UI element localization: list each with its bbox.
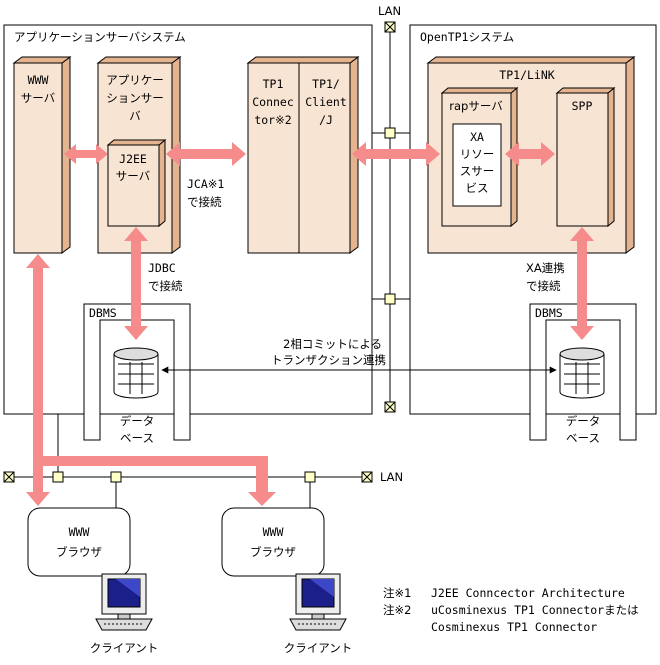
jca-label-1: JCA※1	[187, 177, 224, 191]
database-left-label-1: データ	[120, 414, 155, 428]
note-1-text: J2EE Conncector Architecture	[431, 586, 625, 600]
arrow-www-browser1	[26, 254, 50, 506]
note-1-key: 注※1	[383, 586, 411, 600]
spp: SPP	[555, 86, 616, 228]
two-phase-commit-link: 2相コミットによる トランザクション連携	[161, 337, 557, 374]
xa-resource-service: XA リソー スサー ビス	[452, 123, 502, 207]
database-right-icon	[559, 347, 605, 399]
xa-link-label-2: で接続	[526, 279, 561, 293]
note-2-key: 注※2	[383, 603, 411, 617]
tp1-link-label: TP1/LiNK	[499, 68, 554, 82]
jca-label-2: で接続	[187, 195, 222, 209]
lan-bottom-label: LAN	[380, 470, 403, 484]
rap-server-label: rapサーバ	[449, 99, 503, 113]
tp1-connector-client: TP1 Connec tor※2 TP1/ Client /J	[246, 56, 360, 254]
browser-2: WWW ブラウザ クライアント	[221, 507, 353, 655]
arrow-rap-spp	[505, 142, 555, 166]
xa-resource-label-1: XA	[470, 130, 484, 144]
note-2-text: uCosminexus TP1 Connectorまたは	[431, 603, 639, 617]
www-server-label-1: WWW	[28, 73, 49, 87]
rap-server: rapサーバ XA リソー スサー ビス	[440, 86, 519, 228]
app-server-label-1: アプリケー	[106, 73, 164, 87]
tp1-client-label-1: TP1/	[312, 77, 340, 91]
client-1-label: クライアント	[90, 641, 159, 655]
database-right-label-1: データ	[566, 414, 601, 428]
app-server-label-3: バ	[129, 109, 141, 123]
browser-2-label-2: ブラウザ	[250, 545, 296, 559]
www-server-label-2: サーバ	[21, 91, 56, 105]
xa-resource-label-4: ビス	[466, 181, 489, 195]
lan-top-line: LAN	[372, 4, 410, 413]
app-server-system: アプリケーションサーバシステム WWW サーバ アプリケー ションサー バ J2…	[3, 24, 373, 445]
database-left-label-2: ベース	[120, 431, 154, 445]
j2ee-server-label-2: サーバ	[116, 169, 151, 183]
arrow-www-app	[64, 144, 108, 164]
arrow-xa	[570, 227, 594, 340]
browser-1-label-1: WWW	[69, 525, 90, 539]
xa-resource-label-2: リソー	[460, 147, 495, 161]
tp1-connector-label-2: Connec	[252, 95, 294, 109]
tp1-connector-label-3: tor※2	[254, 113, 291, 127]
app-server-system-title: アプリケーションサーバシステム	[14, 30, 186, 44]
note-3-text: Cosminexus TP1 Connector	[431, 620, 597, 634]
xa-link-label-1: XA連携	[526, 261, 565, 275]
j2ee-server-label-1: J2EE	[119, 152, 147, 166]
commit-label-2: トランザクション連携	[271, 353, 386, 367]
arrow-j2ee-tp1	[166, 142, 246, 166]
browser-2-label-1: WWW	[263, 525, 284, 539]
tp1-client-label-2: Client	[305, 95, 347, 109]
dbms-left-label: DBMS	[89, 306, 117, 320]
dbms-right-label: DBMS	[535, 306, 563, 320]
lan-top-label: LAN	[378, 4, 401, 18]
jdbc-label-1: JDBC	[148, 261, 176, 275]
database-right-label-2: ベース	[566, 431, 600, 445]
tp1-connector-label-1: TP1	[263, 77, 284, 91]
app-server-label-2: ションサー	[106, 91, 164, 105]
notes: 注※1 J2EE Conncector Architecture 注※2 uCo…	[383, 586, 639, 634]
commit-label-1: 2相コミットによる	[283, 337, 382, 351]
tp1-client-label-3: /J	[319, 113, 333, 127]
arrow-jdbc	[124, 227, 148, 340]
opentp1-system-title: OpenTP1システム	[420, 30, 514, 44]
browser-1: WWW ブラウザ クライアント	[27, 507, 159, 655]
j2ee-server: J2EE サーバ	[106, 138, 167, 228]
www-server: WWW サーバ	[12, 56, 72, 254]
browser-1-label-2: ブラウザ	[56, 545, 102, 559]
arrow-www-browser2	[43, 456, 276, 506]
dbms-left: DBMS データ ベース	[83, 303, 191, 445]
flow-arrows	[26, 142, 594, 506]
database-left-icon	[113, 347, 159, 399]
dbms-right: DBMS データ ベース	[529, 303, 637, 445]
opentp1-system: OpenTP1システム TP1/LiNK rapサーバ XA リソー スサー ビ…	[409, 24, 657, 445]
client-2-computer-icon	[289, 573, 347, 631]
arrow-tp1-rap	[352, 142, 440, 166]
client-2-label: クライアント	[284, 641, 353, 655]
xa-resource-label-3: スサー	[460, 164, 495, 178]
jdbc-label-2: で接続	[148, 279, 183, 293]
spp-label: SPP	[572, 99, 593, 113]
client-1-computer-icon	[95, 573, 153, 631]
